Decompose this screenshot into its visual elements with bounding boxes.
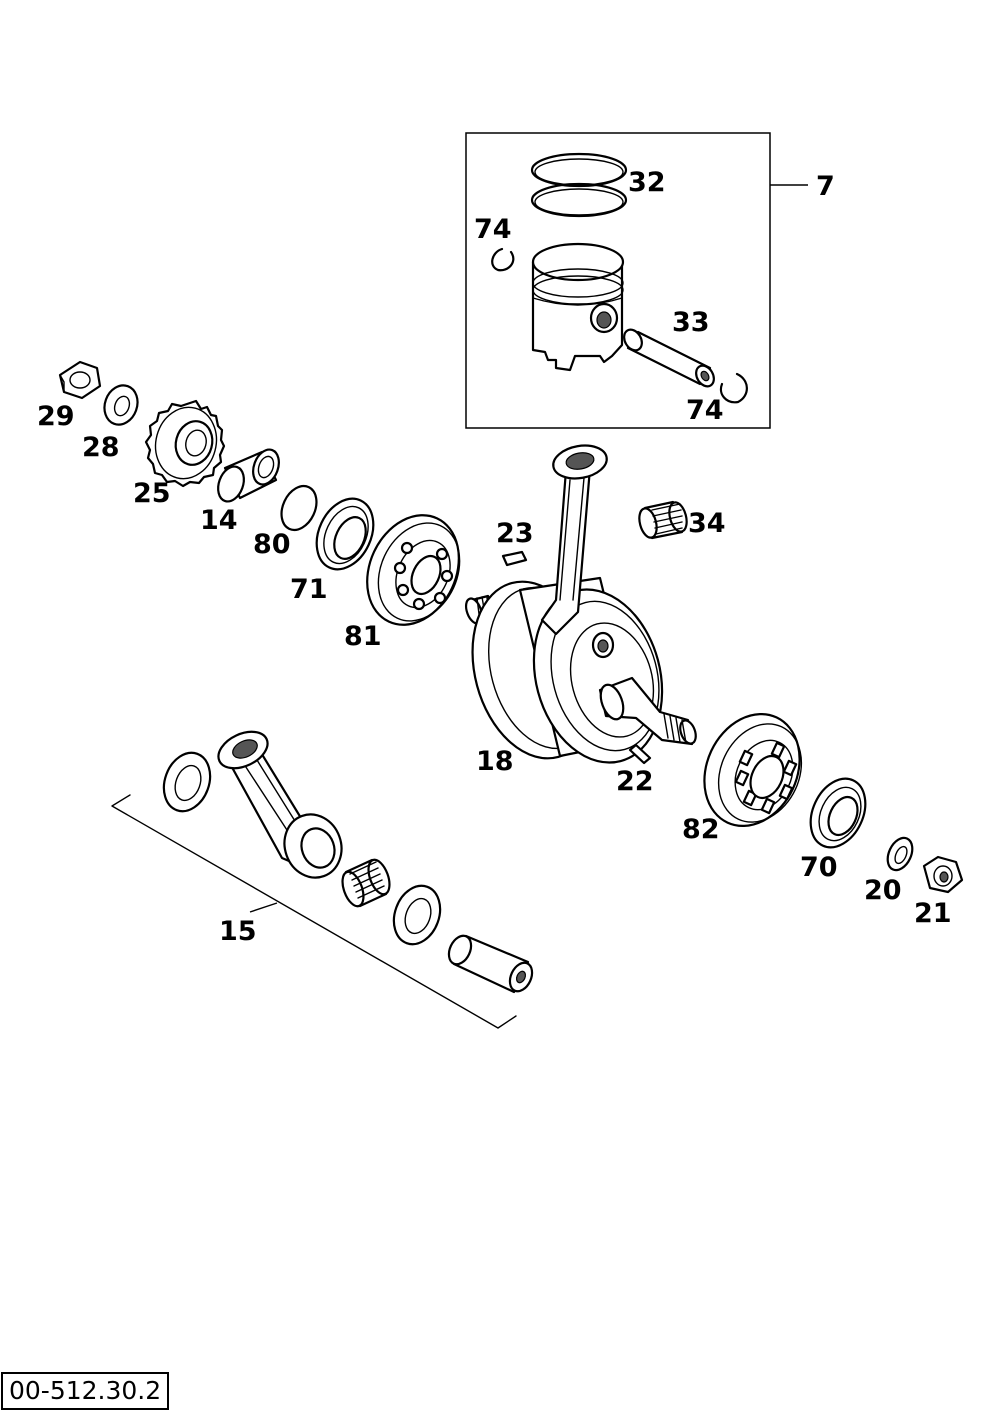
piston-pin-part-33 (623, 328, 715, 388)
callout-28: 28 (82, 432, 120, 463)
callout-25: 25 (133, 478, 171, 509)
callout-7: 7 (816, 171, 835, 202)
nut-part-21 (922, 855, 964, 894)
roller-bearing-part-82 (703, 712, 803, 828)
circlip-part-74-lower (719, 372, 748, 404)
piston-rings-part-32 (530, 152, 628, 218)
callout-80: 80 (253, 529, 291, 560)
document-code-label: 00-512.30.2 (1, 1372, 170, 1410)
thrust-washer-right (392, 884, 442, 946)
conrod-kit-group (111, 730, 534, 1029)
callout-71: 71 (290, 574, 328, 605)
callout-74-lower: 74 (686, 395, 724, 426)
callout-82: 82 (682, 814, 720, 845)
callout-33: 33 (672, 307, 710, 338)
woodruff-key-part-23 (501, 550, 528, 567)
callout-23: 23 (496, 518, 534, 549)
callout-22: 22 (616, 766, 654, 797)
conrod-kit-leader-line (249, 902, 278, 913)
shaft-seal-part-71 (315, 497, 375, 571)
callout-15: 15 (219, 916, 257, 947)
shaft-seal-part-70 (809, 777, 867, 849)
thrust-washer-left (162, 751, 212, 813)
conrod-needle-bearing (341, 858, 391, 908)
callout-34: 34 (688, 508, 726, 539)
conrod-kit-bracket (111, 794, 517, 1029)
callout-74-upper: 74 (474, 214, 512, 245)
callout-70: 70 (800, 852, 838, 883)
washer-part-20 (886, 836, 914, 872)
needle-bearing-part-34 (638, 500, 688, 540)
callout-29: 29 (37, 401, 75, 432)
connecting-rod-mounted (540, 444, 608, 636)
callout-32: 32 (628, 167, 666, 198)
callout-81: 81 (344, 621, 382, 652)
callout-14: 14 (200, 505, 238, 536)
connecting-rod-spare (217, 730, 343, 879)
ball-bearing-part-81 (366, 514, 461, 626)
callout-20: 20 (864, 875, 902, 906)
callout-21: 21 (914, 898, 952, 929)
circlip-part-74-upper (491, 247, 515, 272)
nut-part-29 (58, 360, 102, 400)
piston (531, 242, 625, 372)
piston-kit-frame (465, 132, 771, 429)
woodruff-key-part-22 (628, 743, 652, 765)
spacer-part-14 (217, 448, 280, 503)
o-ring-part-80 (280, 484, 318, 532)
piston-kit-group (465, 132, 808, 429)
gear-part-25 (144, 399, 226, 488)
washer-part-28 (103, 384, 139, 426)
crank-pin (447, 934, 534, 994)
callout-18: 18 (476, 746, 514, 777)
